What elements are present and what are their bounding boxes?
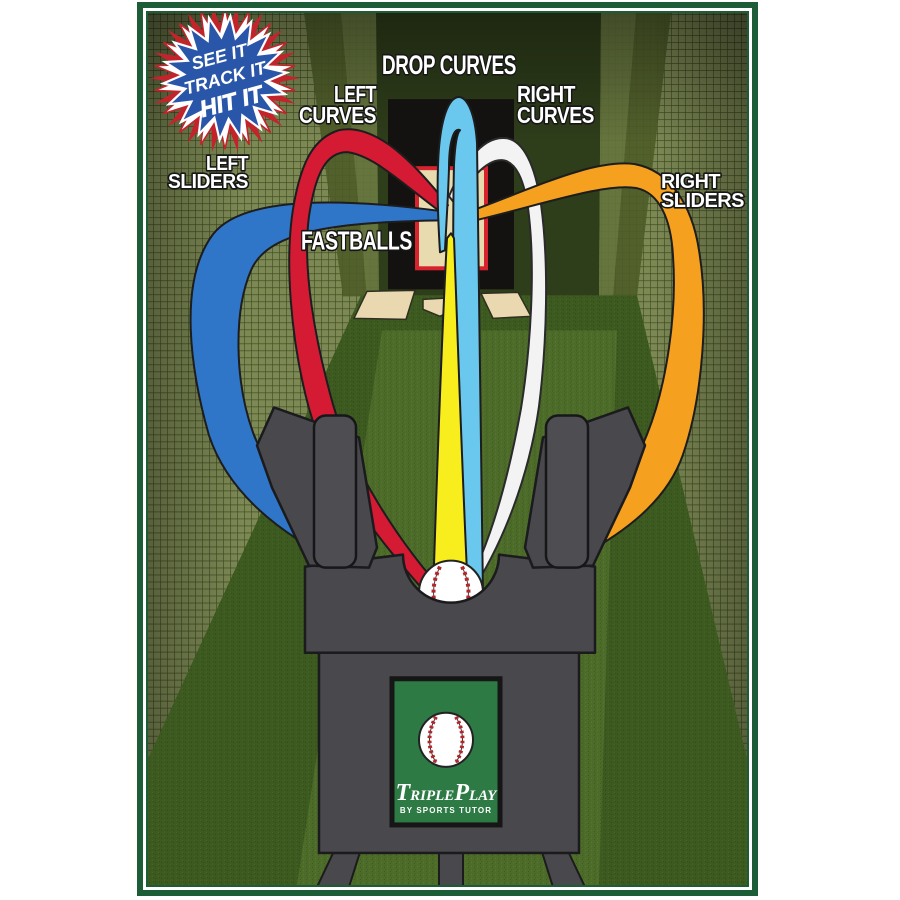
ribbon-fastballs <box>432 232 469 597</box>
label-left-curves-line2: CURVES <box>299 102 376 128</box>
logo-baseball-icon <box>418 711 474 768</box>
label-right-curves-line1: RIGHT <box>517 81 575 107</box>
poster-frame-inner: TRIPLEPLAY BY SPORTS TUTOR DROP CURVES L… <box>146 11 749 887</box>
label-left-sliders-line2: SLIDERS <box>168 171 248 193</box>
logo-brand-text: TRIPLEPLAY <box>396 780 499 806</box>
batting-cage-scene: TRIPLEPLAY BY SPORTS TUTOR DROP CURVES L… <box>148 13 747 885</box>
logo-tagline: BY SPORTS TUTOR <box>400 806 492 815</box>
ribbon-right-curves <box>448 137 548 597</box>
ribbon-right-sliders <box>472 162 705 600</box>
label-drop-curves: DROP CURVES <box>382 50 516 80</box>
label-left-curves-line1: LEFT <box>334 81 376 107</box>
logo-panel <box>389 676 503 828</box>
label-right-curves-line2: CURVES <box>517 102 594 128</box>
label-right-sliders-line2: SLIDERS <box>661 190 744 212</box>
machine-leg-center <box>438 847 464 885</box>
machine-wing-left-panel <box>312 414 358 569</box>
starburst-badge: SEE IT TRACK IT HIT IT <box>150 13 300 153</box>
label-fastballs: FASTBALLS <box>301 225 412 255</box>
machine-neck <box>303 553 597 654</box>
ribbon-drop-curves <box>436 96 484 597</box>
batters-box-left <box>352 289 417 321</box>
poster-frame: TRIPLEPLAY BY SPORTS TUTOR DROP CURVES L… <box>137 2 758 896</box>
label-left-sliders-line1: LEFT <box>206 153 248 175</box>
label-right-sliders-line1: RIGHT <box>661 171 720 193</box>
badge-star-blue <box>159 13 291 144</box>
machine-wing-right-panel <box>544 414 590 569</box>
